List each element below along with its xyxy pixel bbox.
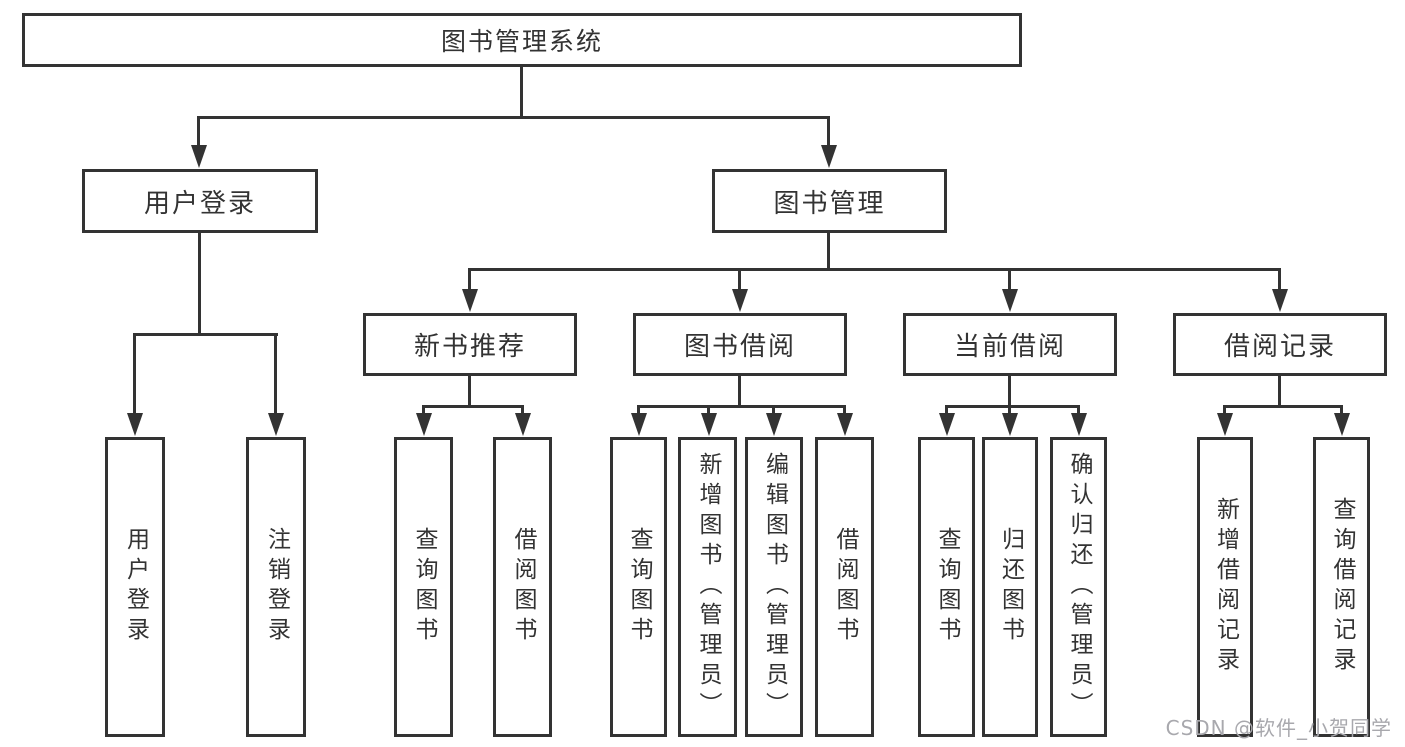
- node-user-login: 用户登录: [82, 169, 318, 233]
- connector-borrowing-records-branch: [1223, 405, 1343, 408]
- leaf-borrow-books-1: 借阅图书: [493, 437, 552, 737]
- connector-level1-branch: [197, 116, 830, 119]
- arrow-to-confirm-return: [1077, 407, 1080, 415]
- arrow-to-query-books-1: [422, 407, 425, 415]
- arrow-to-borrow-books-2: [843, 407, 846, 415]
- connector-borrowing-records-stem: [1278, 375, 1281, 408]
- connector-level2-branch: [468, 268, 1281, 271]
- arrow-to-query-books-3: [945, 407, 948, 415]
- arrow-to-book-management: [827, 118, 830, 147]
- leaf-query-books-1: 查询图书: [394, 437, 453, 737]
- leaf-query-borrow-record: 查询借阅记录: [1313, 437, 1370, 737]
- node-book-management: 图书管理: [712, 169, 947, 233]
- node-new-book-recommendation: 新书推荐: [363, 313, 577, 376]
- leaf-add-book-admin: 新增图书（管理员）: [678, 437, 737, 737]
- arrow-to-current-borrowing: [1008, 270, 1011, 291]
- connector-user-login-stem: [198, 233, 201, 336]
- leaf-logout: 注销登录: [246, 437, 306, 737]
- arrow-to-add-book: [707, 407, 710, 415]
- node-book-borrowing: 图书借阅: [633, 313, 847, 376]
- arrow-to-query-books-2: [637, 407, 640, 415]
- arrow-to-new-book-recommendation: [468, 270, 471, 291]
- connector-current-borrowing-stem: [1008, 375, 1011, 408]
- arrow-to-add-borrow-record: [1223, 407, 1226, 415]
- leaf-query-books-2: 查询图书: [610, 437, 667, 737]
- leaf-return-book: 归还图书: [982, 437, 1038, 737]
- arrow-to-borrowing-records: [1278, 270, 1281, 291]
- connector-new-book-branch: [422, 405, 524, 408]
- arrow-to-leaf-user-login: [133, 335, 136, 415]
- leaf-borrow-books-2: 借阅图书: [815, 437, 874, 737]
- connector-root-stem: [520, 65, 523, 119]
- csdn-watermark: CSDN @软件_小贺同学: [1165, 716, 1392, 740]
- leaf-confirm-return-admin: 确认归还（管理员）: [1050, 437, 1107, 737]
- node-borrowing-records: 借阅记录: [1173, 313, 1387, 376]
- node-root: 图书管理系统: [22, 13, 1022, 67]
- arrow-to-user-login: [197, 118, 200, 147]
- connector-current-borrowing-branch: [945, 405, 1080, 408]
- connector-user-login-branch: [133, 333, 278, 336]
- arrow-to-query-borrow-record: [1340, 407, 1343, 415]
- arrow-to-edit-book: [772, 407, 775, 415]
- leaf-edit-book-admin: 编辑图书（管理员）: [745, 437, 803, 737]
- connector-new-book-stem: [468, 375, 471, 408]
- connector-book-management-stem: [827, 233, 830, 271]
- connector-book-borrowing-branch: [637, 405, 846, 408]
- node-current-borrowing: 当前借阅: [903, 313, 1117, 376]
- arrow-to-return-book: [1008, 407, 1011, 415]
- leaf-user-login: 用户登录: [105, 437, 165, 737]
- arrow-to-leaf-logout: [274, 335, 277, 415]
- connector-book-borrowing-stem: [738, 375, 741, 408]
- arrow-to-book-borrowing: [738, 270, 741, 291]
- leaf-query-books-3: 查询图书: [918, 437, 975, 737]
- leaf-add-borrow-record: 新增借阅记录: [1197, 437, 1253, 737]
- arrow-to-borrow-books-1: [521, 407, 524, 415]
